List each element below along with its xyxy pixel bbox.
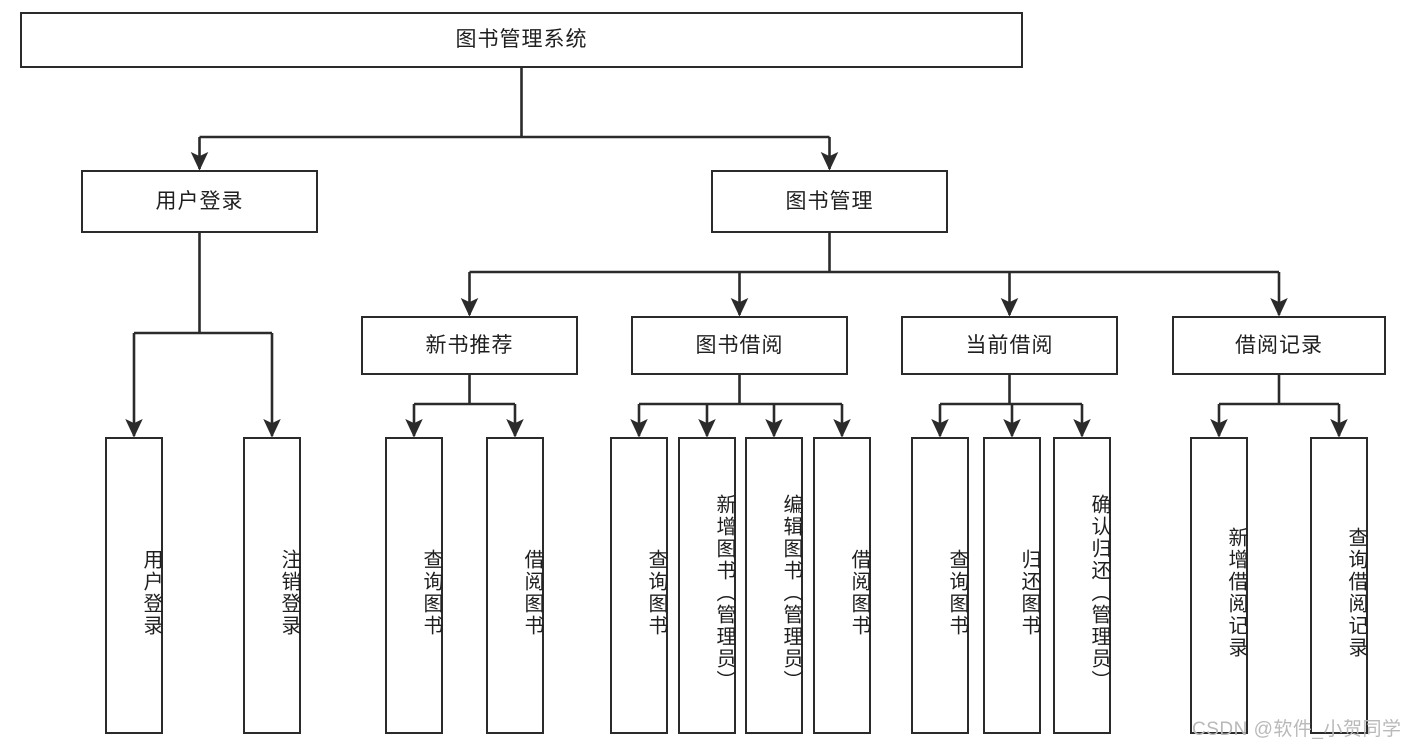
node-label: 查询图书 <box>946 548 968 637</box>
node-label: 借阅图书 <box>521 548 543 637</box>
node-l-edit[interactable]: 编辑图书（管理员） <box>745 437 803 734</box>
node-current[interactable]: 当前借阅 <box>901 316 1118 375</box>
node-label: 确认归还（管理员） <box>1088 493 1110 692</box>
node-l-query3[interactable]: 查询图书 <box>911 437 969 734</box>
node-label: 注销登录 <box>278 548 300 637</box>
node-label: 新增图书（管理员） <box>713 493 735 692</box>
node-borrow[interactable]: 图书借阅 <box>631 316 848 375</box>
node-root[interactable]: 图书管理系统 <box>20 12 1023 68</box>
node-label: 用户登录 <box>155 189 244 213</box>
node-label: 当前借阅 <box>965 333 1054 357</box>
node-l-logout[interactable]: 注销登录 <box>243 437 301 734</box>
node-label: 图书管理 <box>785 189 874 213</box>
node-label: 查询借阅记录 <box>1345 526 1367 659</box>
node-l-userlogin[interactable]: 用户登录 <box>105 437 163 734</box>
node-label: 查询图书 <box>645 548 667 637</box>
node-l-query2[interactable]: 查询图书 <box>610 437 668 734</box>
node-l-queryrec[interactable]: 查询借阅记录 <box>1310 437 1368 734</box>
node-label: 借阅图书 <box>848 548 870 637</box>
node-label: 用户登录 <box>140 548 162 637</box>
node-label: 查询图书 <box>420 548 442 637</box>
node-label: 图书管理系统 <box>455 28 588 52</box>
node-label: 新书推荐 <box>425 333 514 357</box>
node-records[interactable]: 借阅记录 <box>1172 316 1386 375</box>
node-l-return[interactable]: 归还图书 <box>983 437 1041 734</box>
node-newbook[interactable]: 新书推荐 <box>361 316 578 375</box>
node-bookmgmt[interactable]: 图书管理 <box>711 170 948 233</box>
node-label: 借阅记录 <box>1235 333 1323 357</box>
node-l-addrec[interactable]: 新增借阅记录 <box>1190 437 1248 734</box>
node-l-add[interactable]: 新增图书（管理员） <box>678 437 736 734</box>
node-label: 归还图书 <box>1018 548 1040 637</box>
node-l-borrow2[interactable]: 借阅图书 <box>813 437 871 734</box>
node-l-query1[interactable]: 查询图书 <box>385 437 443 734</box>
node-label: 编辑图书（管理员） <box>780 493 802 692</box>
node-l-borrow1[interactable]: 借阅图书 <box>486 437 544 734</box>
node-label: 新增借阅记录 <box>1225 526 1247 659</box>
node-label: 图书借阅 <box>695 333 784 357</box>
node-login[interactable]: 用户登录 <box>81 170 318 233</box>
node-l-confirm[interactable]: 确认归还（管理员） <box>1053 437 1111 734</box>
